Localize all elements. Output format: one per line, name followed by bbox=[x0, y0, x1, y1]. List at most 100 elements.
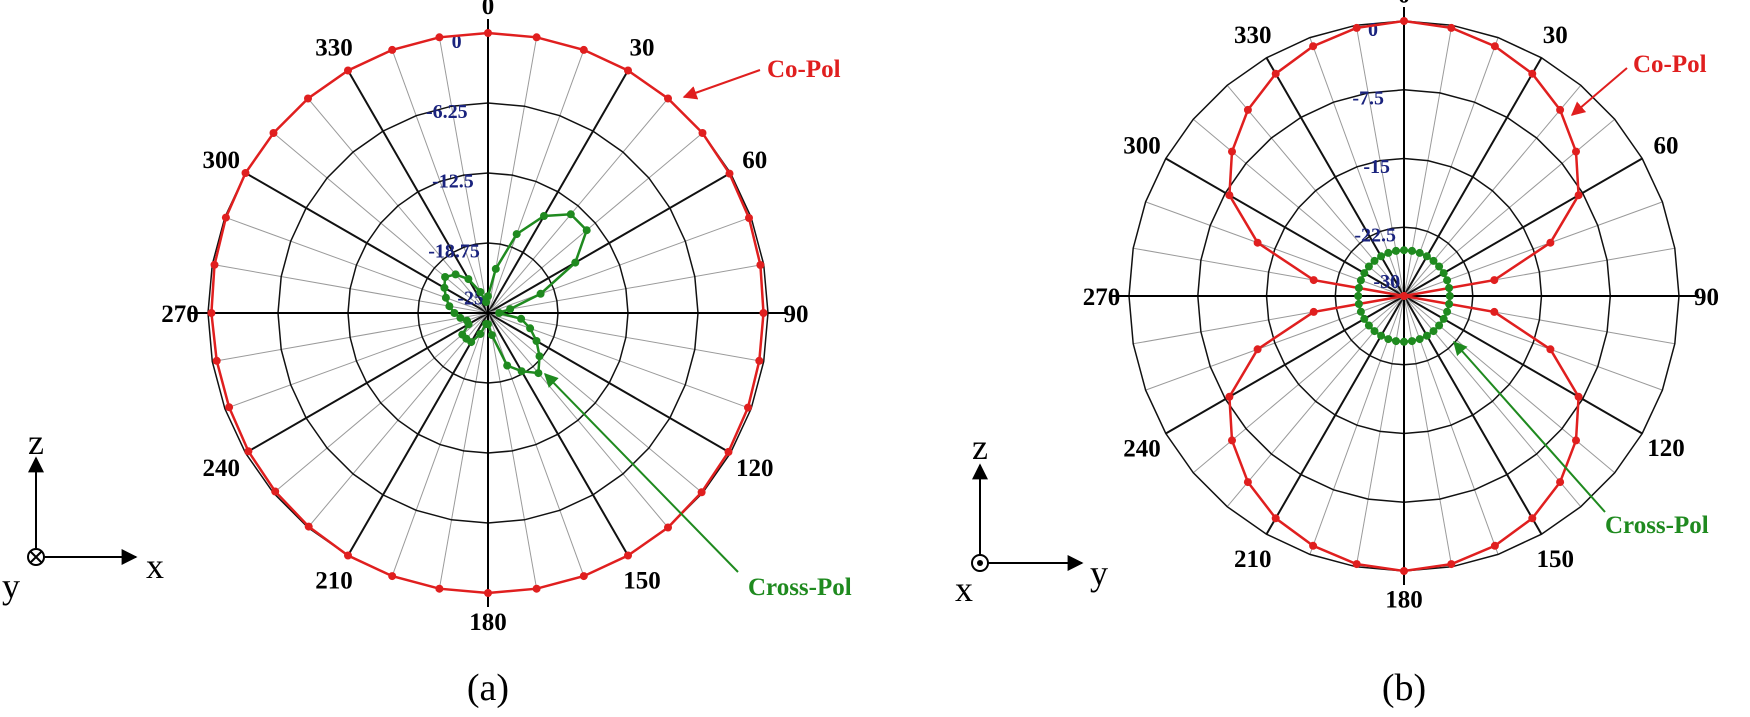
radial-tick-label-3-b: -22.5 bbox=[1354, 225, 1396, 247]
cross-pol-point-190-a bbox=[482, 320, 491, 328]
co-pol-point-110-a bbox=[744, 403, 752, 412]
angle-tick-label-120-b: 120 bbox=[1647, 435, 1685, 462]
cross-pol-point-140-b bbox=[1429, 327, 1438, 336]
cross-pol-point-190-b bbox=[1392, 337, 1400, 346]
co-pol-point-310-b bbox=[1228, 147, 1236, 156]
radial-tick-label-0-b: 0 bbox=[1368, 19, 1378, 41]
angle-tick-label-300-b: 300 bbox=[1123, 133, 1161, 160]
cross-pol-point-230-b bbox=[1364, 321, 1373, 330]
radial-tick-label-2-b: -15 bbox=[1363, 156, 1390, 178]
angle-tick-label-120-a: 120 bbox=[736, 455, 774, 482]
polar-chart-a: 0-6.25-12.5-18.75-25 0306090120150180210… bbox=[2, 0, 852, 709]
co-pol-point-210-b bbox=[1271, 514, 1280, 523]
cross-pol-point-210-b bbox=[1377, 331, 1386, 340]
axis-letter-x-a: x bbox=[146, 546, 164, 586]
axis-letter-z-a: z bbox=[28, 422, 44, 462]
radial-labels-b: 0-7.5-15-22.5-30 bbox=[1352, 19, 1400, 293]
cross-pol-point-120-a bbox=[532, 337, 541, 345]
co-pol-label-b: Co-Pol bbox=[1633, 51, 1707, 78]
co-pol-point-140-a bbox=[664, 523, 672, 532]
cross-pol-point-20-b bbox=[1415, 248, 1424, 257]
co-pol-point-290-a bbox=[221, 213, 230, 222]
co-pol-point-250-a bbox=[225, 403, 234, 412]
co-pol-point-160-b bbox=[1490, 541, 1499, 550]
radial-tick-label-2-a: -12.5 bbox=[432, 171, 474, 193]
co-pol-point-220-a bbox=[304, 522, 313, 531]
cross-pol-callout-b: Cross-Pol bbox=[1453, 340, 1709, 539]
cross-pol-point-350-a bbox=[482, 298, 491, 306]
cross-pol-point-310-a bbox=[441, 273, 450, 281]
co-pol-point-150-a bbox=[624, 551, 632, 560]
co-pol-point-30-b bbox=[1528, 69, 1537, 78]
co-pol-point-80-b bbox=[1490, 276, 1499, 285]
co-pol-point-10-b bbox=[1447, 23, 1456, 32]
angle-tick-label-240-b: 240 bbox=[1123, 435, 1161, 462]
cross-pol-point-10-b bbox=[1408, 246, 1416, 255]
cross-pol-point-200-a bbox=[476, 330, 485, 338]
co-pol-point-90-a bbox=[759, 309, 768, 317]
cross-pol-point-260-b bbox=[1354, 300, 1363, 308]
angle-tick-label-240-a: 240 bbox=[203, 455, 241, 482]
cross-pol-point-290-b bbox=[1356, 276, 1365, 285]
cross-pol-point-110-b bbox=[1443, 307, 1452, 316]
co-pol-point-20-b bbox=[1490, 42, 1499, 51]
cross-pol-point-250-b bbox=[1356, 307, 1365, 316]
series-group-a bbox=[207, 29, 768, 597]
cross-pol-point-100-b bbox=[1445, 300, 1454, 308]
cross-pol-point-150-b bbox=[1422, 331, 1431, 340]
cross-pol-point-60-b bbox=[1439, 269, 1448, 278]
co-pol-point-320-b bbox=[1243, 105, 1252, 114]
radial-tick-label-1-b: -7.5 bbox=[1352, 88, 1384, 110]
cross-pol-point-310-b bbox=[1364, 262, 1373, 271]
cross-pol-point-270-b bbox=[1354, 292, 1363, 300]
co-pol-point-300-b bbox=[1225, 191, 1234, 200]
co-pol-point-230-b bbox=[1228, 436, 1236, 445]
cross-pol-point-20-a bbox=[512, 230, 521, 239]
angle-tick-label-0-a: 0 bbox=[482, 0, 495, 20]
co-pol-point-350-a bbox=[435, 33, 444, 42]
cross-pol-point-80-b bbox=[1445, 284, 1454, 292]
co-pol-point-100-a bbox=[755, 356, 764, 365]
radial-labels-a: 0-6.25-12.5-18.75-25 bbox=[426, 31, 484, 310]
co-pol-point-350-b bbox=[1352, 23, 1361, 32]
cross-pol-point-320-a bbox=[451, 270, 460, 279]
cross-pol-point-30-b bbox=[1422, 252, 1431, 261]
co-pol-point-110-b bbox=[1546, 345, 1555, 354]
co-pol-point-180-b bbox=[1400, 567, 1408, 575]
radial-tick-label-0-a: 0 bbox=[452, 31, 462, 53]
cross-pol-callout-a: Cross-Pol bbox=[544, 372, 852, 601]
cross-pol-point-60-a bbox=[571, 258, 580, 267]
cross-pol-point-270-a bbox=[450, 309, 459, 317]
co-pol-point-0-a bbox=[484, 29, 492, 37]
cross-pol-point-50-b bbox=[1435, 262, 1444, 271]
angle-tick-label-150-b: 150 bbox=[1537, 546, 1575, 573]
cross-pol-point-160-b bbox=[1415, 335, 1424, 344]
cross-pol-point-330-b bbox=[1377, 252, 1386, 261]
angle-tick-label-30-a: 30 bbox=[630, 34, 655, 61]
co-pol-point-280-b bbox=[1309, 276, 1318, 285]
series-group-b bbox=[1225, 17, 1583, 575]
polar-chart-b: 0-7.5-15-22.5-30 03060901201501802102402… bbox=[955, 0, 1719, 709]
co-pol-point-200-a bbox=[388, 572, 397, 581]
co-pol-point-200-b bbox=[1309, 541, 1318, 550]
co-pol-point-260-a bbox=[212, 356, 221, 365]
cross-pol-point-30-a bbox=[540, 212, 548, 220]
angle-tick-label-90-a: 90 bbox=[784, 301, 809, 328]
co-pol-point-50-a bbox=[698, 129, 707, 137]
angle-tick-label-0-b: 0 bbox=[1398, 0, 1411, 9]
co-pol-callout-a: Co-Pol bbox=[682, 56, 841, 100]
co-pol-point-40-a bbox=[664, 94, 672, 103]
cross-pol-point-180-b bbox=[1400, 337, 1408, 346]
co-pol-point-260-b bbox=[1309, 307, 1318, 316]
co-pol-point-300-a bbox=[241, 169, 250, 177]
cross-pol-point-340-b bbox=[1384, 248, 1393, 257]
co-pol-point-210-a bbox=[344, 551, 352, 560]
cross-pol-point-40-a bbox=[566, 210, 575, 219]
co-pol-point-80-a bbox=[756, 261, 765, 269]
cross-pol-point-50-a bbox=[582, 226, 591, 235]
co-pol-arrow-a bbox=[682, 69, 761, 100]
co-pol-point-310-a bbox=[269, 129, 278, 137]
cross-pol-point-220-b bbox=[1370, 327, 1379, 336]
co-pol-point-330-a bbox=[344, 66, 352, 75]
